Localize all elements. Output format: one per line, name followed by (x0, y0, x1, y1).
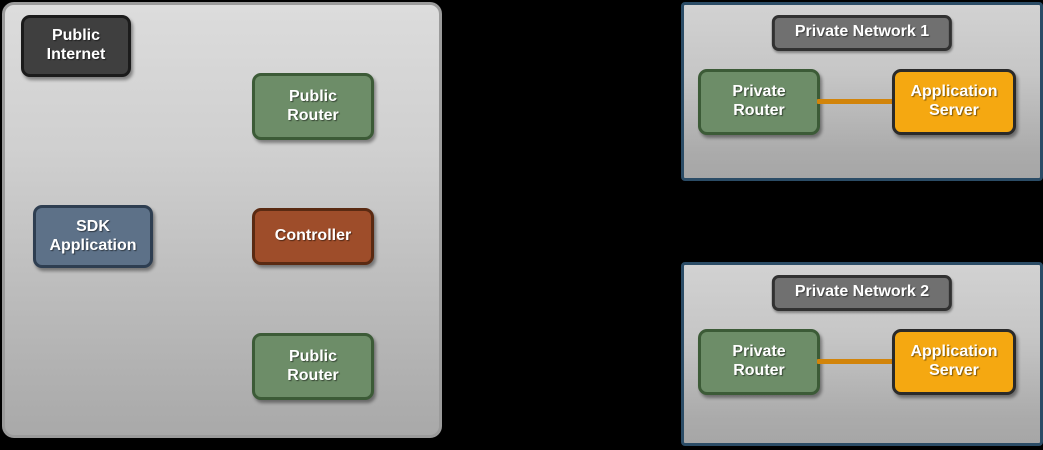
link-private-router-1-to-application-server-1 (817, 99, 897, 104)
private-network-2-container: Private Network 2 Private Router Applica… (681, 262, 1043, 446)
node-private-router-1[interactable]: Private Router (698, 69, 820, 135)
node-public-router-bottom[interactable]: Public Router (252, 333, 374, 400)
link-private-router-2-to-application-server-2 (817, 359, 897, 364)
private-network-1-title: Private Network 1 (771, 15, 953, 51)
private-network-2-title: Private Network 2 (771, 275, 953, 311)
node-application-server-1[interactable]: Application Server (892, 69, 1016, 135)
node-private-router-2[interactable]: Private Router (698, 329, 820, 395)
node-public-internet[interactable]: Public Internet (21, 15, 131, 77)
private-network-1-container: Private Network 1 Private Router Applica… (681, 2, 1043, 181)
node-public-router-top[interactable]: Public Router (252, 73, 374, 140)
node-controller[interactable]: Controller (252, 208, 374, 265)
node-application-server-2[interactable]: Application Server (892, 329, 1016, 395)
public-cloud-container: Public Internet Public Router SDK Applic… (2, 2, 442, 438)
node-sdk-application[interactable]: SDK Application (33, 205, 153, 268)
